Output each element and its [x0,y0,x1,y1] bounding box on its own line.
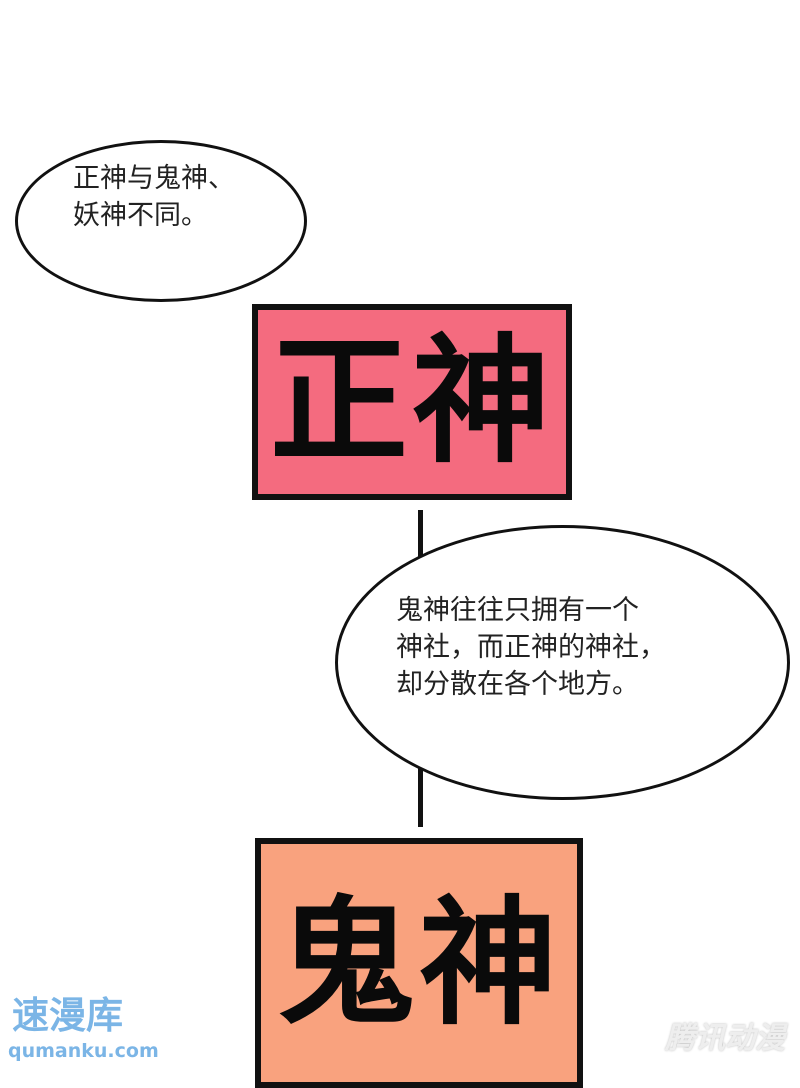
bubble-line: 正神与鬼神、 [73,163,235,194]
speech-bubble-1-text: 正神与鬼神、 妖神不同。 [73,160,235,234]
bubble-line: 妖神不同。 [73,200,208,231]
guishen-box: 鬼神 [255,838,583,1088]
connector-line-bottom [418,735,423,827]
bubble-line: 却分散在各个地方。 [396,669,639,700]
publisher-watermark: 腾讯动漫 [665,1021,785,1056]
connector-line-top [418,510,423,560]
zhengshen-box: 正神 [252,304,572,500]
speech-bubble-2 [335,525,790,800]
site-watermark: 速漫库 [12,994,123,1037]
speech-bubble-1 [15,140,307,302]
bubble-line: 鬼神往往只拥有一个 [396,595,639,626]
guishen-label: 鬼神 [276,883,561,1044]
zhengshen-label: 正神 [269,321,554,482]
speech-bubble-2-text: 鬼神往往只拥有一个 神社，而正神的神社， 却分散在各个地方。 [396,592,666,703]
site-url-watermark: qumanku.com [8,1040,159,1062]
bubble-line: 神社，而正神的神社， [396,632,666,663]
